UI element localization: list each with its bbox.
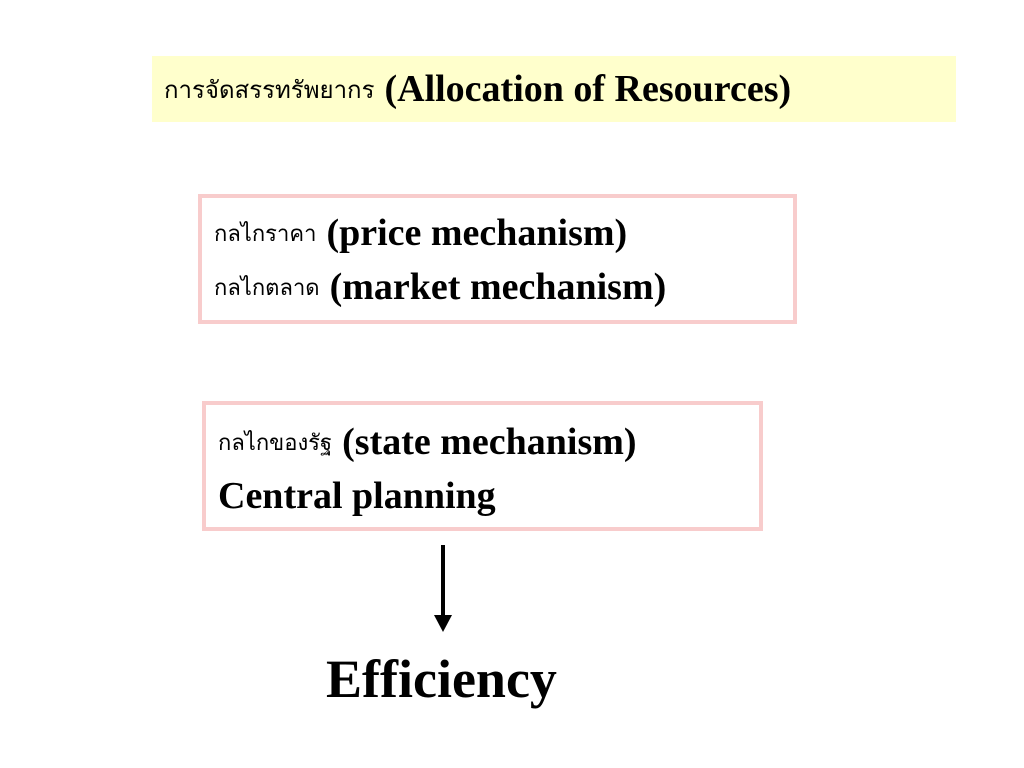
title-thai: การจัดสรรทรัพยากร (164, 75, 375, 104)
market-mechanism-thai: กลไกตลาด (214, 275, 320, 301)
price-mechanism-thai: กลไกราคา (214, 221, 317, 247)
central-planning-line: Central planning (218, 469, 759, 523)
market-mechanism-english: (market mechanism) (329, 266, 667, 308)
down-arrow-icon (434, 545, 452, 632)
price-mechanism-english: (price mechanism) (326, 212, 628, 254)
state-mechanism-english: (state mechanism) (342, 421, 637, 463)
state-mechanism-box: กลไกของรัฐ (state mechanism) Central pla… (202, 401, 763, 531)
state-mechanism-thai: กลไกของรัฐ (218, 430, 333, 456)
market-mechanism-box: กลไกราคา (price mechanism) กลไกตลาด (mar… (198, 194, 797, 324)
price-mechanism-line: กลไกราคา (price mechanism) (214, 206, 793, 260)
market-mechanism-line: กลไกตลาด (market mechanism) (214, 260, 793, 314)
state-mechanism-line: กลไกของรัฐ (state mechanism) (218, 415, 759, 469)
efficiency-label: Efficiency (326, 649, 557, 709)
title-english: (Allocation of Resources) (384, 68, 792, 110)
title-banner: การจัดสรรทรัพยากร (Allocation of Resourc… (152, 56, 956, 122)
central-planning-label: Central planning (218, 475, 496, 517)
